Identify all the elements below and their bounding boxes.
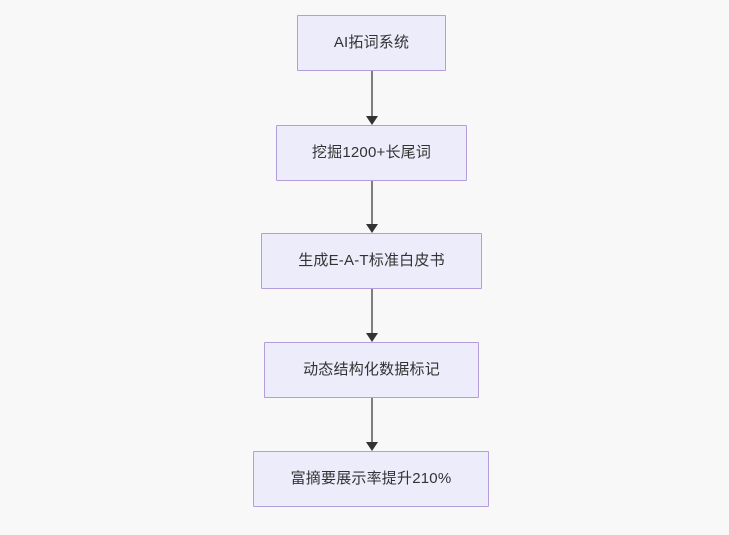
flow-node-n2[interactable]: 挖掘1200+长尾词 bbox=[276, 125, 467, 181]
flow-node-n4[interactable]: 动态结构化数据标记 bbox=[264, 342, 479, 398]
flow-node-n3[interactable]: 生成E-A-T标准白皮书 bbox=[261, 233, 482, 289]
flow-node-n5[interactable]: 富摘要展示率提升210% bbox=[253, 451, 489, 507]
edge-line bbox=[371, 398, 373, 443]
flow-node-n1[interactable]: AI拓词系统 bbox=[297, 15, 446, 71]
flow-edge bbox=[365, 289, 378, 342]
edge-line bbox=[371, 181, 373, 225]
flow-node-label: 挖掘1200+长尾词 bbox=[311, 144, 432, 161]
arrowhead-icon bbox=[365, 224, 378, 233]
arrowhead-icon bbox=[365, 333, 378, 342]
flow-node-label: 动态结构化数据标记 bbox=[303, 361, 440, 378]
flow-node-label: 生成E-A-T标准白皮书 bbox=[298, 252, 445, 269]
flow-edge bbox=[365, 181, 378, 233]
flow-edge bbox=[365, 71, 378, 125]
flow-edge bbox=[365, 398, 378, 451]
arrowhead-icon bbox=[365, 116, 378, 125]
flow-node-label: 富摘要展示率提升210% bbox=[290, 470, 452, 487]
edge-line bbox=[371, 71, 373, 117]
flow-node-label: AI拓词系统 bbox=[333, 34, 410, 51]
edge-line bbox=[371, 289, 373, 334]
arrowhead-icon bbox=[365, 442, 378, 451]
